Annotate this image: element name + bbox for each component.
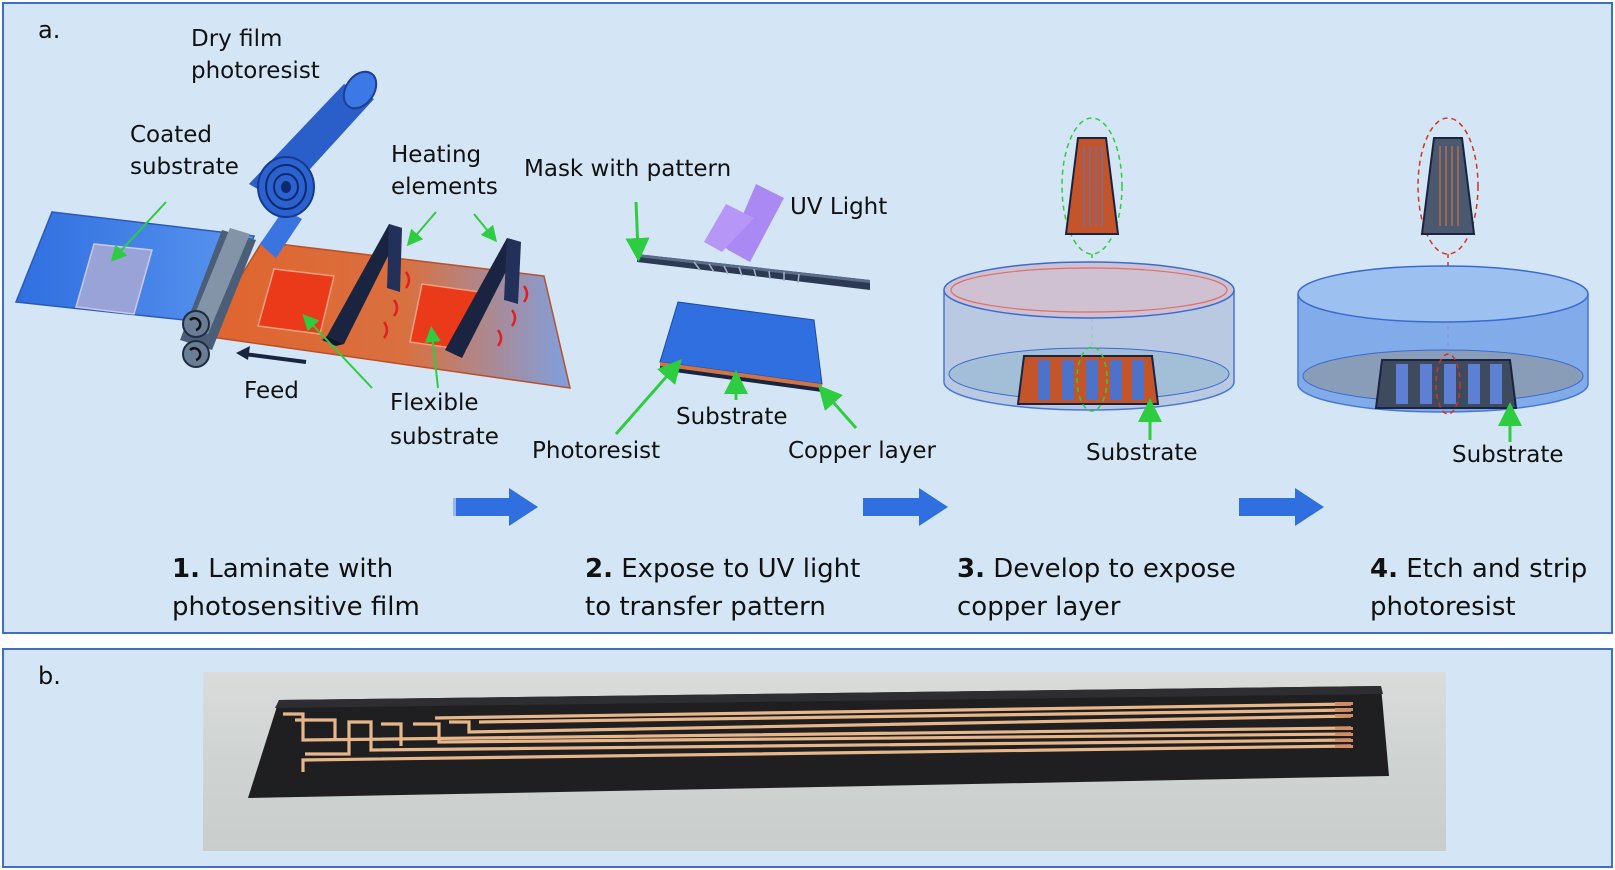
step1-illustration	[14, 70, 571, 389]
step1-pointers	[110, 201, 498, 389]
zoom-pattern-4	[1420, 137, 1476, 235]
label-coated-substrate: substrate	[130, 154, 239, 180]
step-3-caption: 3. Develop to expose copper layer	[957, 550, 1236, 626]
step2-illustration	[614, 184, 870, 435]
panel-a: a.	[2, 2, 1613, 634]
label-substrate-2: Substrate	[676, 404, 788, 430]
step-1-line1: Laminate with	[208, 554, 394, 584]
zoom-circle-3	[1061, 117, 1123, 255]
trace-pads	[1335, 702, 1353, 748]
label-flexible: Flexible	[390, 390, 479, 416]
label-heating: Heating	[391, 142, 482, 168]
step-2-line1: Expose to UV light	[621, 554, 861, 584]
pinch-rollers	[180, 228, 256, 368]
step-1-caption: 1. Laminate with photosensitive film	[172, 550, 420, 626]
label-photoresist-2: Photoresist	[532, 438, 661, 464]
label-substrate-4: Substrate	[1452, 442, 1564, 468]
label-dry-film: Dry film	[191, 26, 283, 52]
label-flexible-substrate: substrate	[390, 424, 499, 450]
flexible-circuit-photo	[203, 672, 1446, 851]
step-4-line1: Etch and strip	[1406, 554, 1588, 584]
heating-element-1	[322, 224, 402, 346]
film-roll	[249, 70, 378, 258]
label-substrate-3: Substrate	[1086, 440, 1198, 466]
process-arrow-1	[453, 488, 538, 526]
label-uv-light: UV Light	[790, 194, 888, 220]
process-arrow-2	[863, 488, 948, 526]
panel-a-letter: a.	[38, 16, 61, 44]
label-copper-layer: Copper layer	[788, 438, 936, 464]
label-mask: Mask with pattern	[524, 156, 732, 182]
panel-b-letter: b.	[38, 662, 61, 690]
process-illustration	[14, 70, 1589, 526]
step-3-number: 3.	[957, 554, 985, 584]
step-3-line2: copper layer	[957, 592, 1121, 622]
step-2-line2: to transfer pattern	[585, 592, 826, 622]
label-elements: elements	[391, 174, 498, 200]
process-arrows	[453, 488, 1324, 526]
step4-illustration	[1297, 117, 1589, 442]
heating-element-2	[445, 238, 521, 358]
flexible-circuit-strip	[248, 686, 1389, 798]
step-4-line2: photoresist	[1370, 592, 1516, 622]
step-3-line1: Develop to expose	[993, 554, 1236, 584]
step-4-caption: 4. Etch and strip photoresist	[1370, 550, 1587, 626]
label-feed: Feed	[244, 378, 299, 404]
step-4-number: 4.	[1370, 554, 1398, 584]
mask-pattern	[693, 261, 800, 284]
zoom-circle-4	[1417, 117, 1479, 255]
feed-arrow	[236, 346, 307, 364]
step-1-number: 1.	[172, 554, 200, 584]
step-2-number: 2.	[585, 554, 613, 584]
coated-patch	[75, 243, 153, 315]
process-arrow-3	[1239, 488, 1324, 526]
step3-illustration	[943, 117, 1235, 440]
step-1-line2: photosensitive film	[172, 592, 420, 622]
step2-pointers	[614, 201, 858, 435]
label-photoresist-top: photoresist	[191, 58, 320, 84]
step-2-caption: 2. Expose to UV light to transfer patter…	[585, 550, 860, 626]
heat-arrows	[382, 271, 529, 347]
zoom-pattern-3	[1064, 137, 1120, 235]
copper-traces	[283, 702, 1352, 772]
label-coated: Coated	[130, 122, 212, 148]
